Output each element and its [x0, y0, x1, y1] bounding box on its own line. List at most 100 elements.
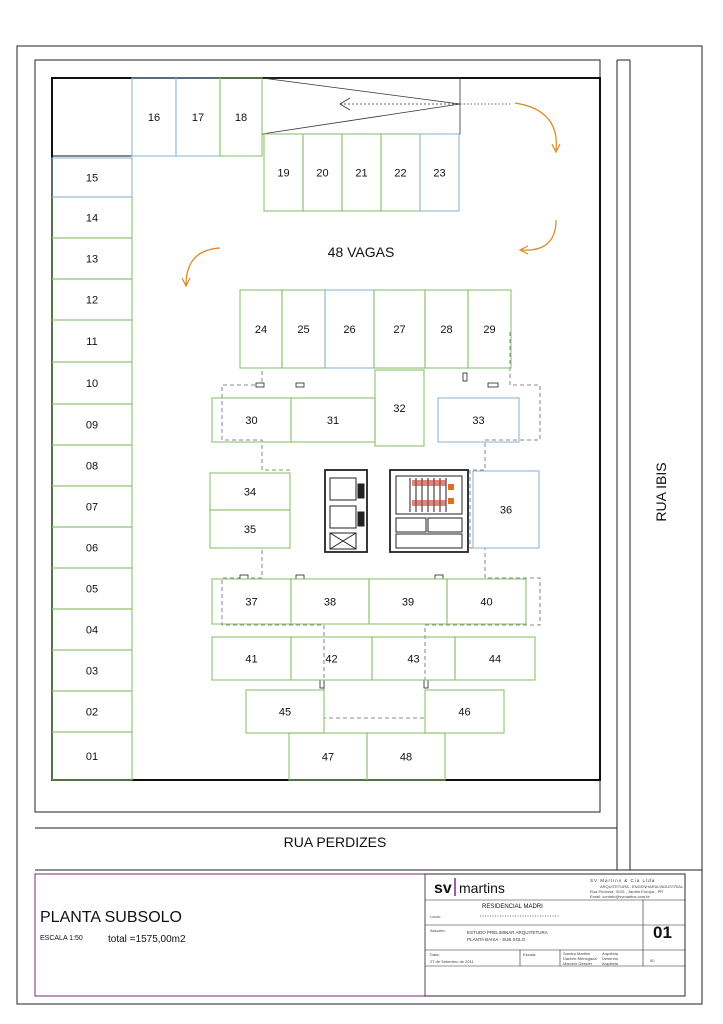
label-local: Local:: [430, 914, 441, 919]
label-assunto: Assunto:: [430, 928, 446, 933]
stall-outline: [472, 470, 540, 549]
stall-number: 35: [244, 524, 256, 536]
parking-stall-02: 02: [51, 690, 133, 733]
plan-title: PLANTA SUBSOLO: [40, 909, 182, 926]
parking-stall-16: 16: [131, 77, 177, 157]
role-3: Arquiteta: [602, 961, 619, 966]
stall-number: 31: [327, 415, 339, 427]
plan-total-area: total =1575,00m2: [108, 934, 186, 945]
stall-number: 33: [472, 415, 484, 427]
parking-stall-47: 47: [288, 732, 368, 781]
stall-number: 16: [148, 112, 160, 124]
company-line-1: ARQUITETURA - ENGENHARIA INDUSTRIAL: [600, 884, 684, 889]
stall-number: 29: [483, 324, 495, 336]
plan-scale: ESCALA 1:50: [40, 935, 83, 942]
curve-arrow-icon: [185, 247, 221, 286]
parking-stall-29: 29: [467, 289, 512, 369]
stall-number: 08: [86, 461, 98, 473]
project-name: RESIDENCIAL MADRI: [482, 904, 543, 910]
parking-stall-43: 43: [371, 636, 456, 681]
pillars: [239, 372, 499, 689]
parking-stall-04: 04: [51, 608, 133, 651]
stall-number: 45: [279, 707, 291, 719]
stall-number: 01: [86, 751, 98, 763]
circulation-arrows: [181, 102, 561, 288]
stall-number: 05: [86, 584, 98, 596]
stall-number: 13: [86, 254, 98, 266]
stall-number: 07: [86, 502, 98, 514]
stall-number: 04: [86, 625, 98, 637]
stall-number: 21: [355, 168, 367, 180]
label-data: Data:: [430, 952, 440, 957]
stall-number: 18: [235, 112, 247, 124]
stall-number: 41: [245, 654, 257, 666]
parking-stall-34: 34: [209, 472, 291, 511]
stall-outline: [245, 689, 325, 734]
entry-ramp: [261, 77, 510, 135]
responsible-3: Marcelo Gessler: [563, 961, 593, 966]
vagas-count: 48 VAGAS: [328, 244, 395, 260]
parking-stall-23: 23: [419, 133, 460, 212]
parking-stall-15: 15: [51, 157, 133, 198]
issue-date: 27 de Setembro de 2011: [430, 959, 475, 964]
stall-number: 44: [489, 654, 501, 666]
stall-number: 47: [322, 752, 334, 764]
stall-number: 09: [86, 420, 98, 432]
parking-stall-22: 22: [380, 133, 421, 212]
parking-stall-36: 36: [472, 470, 540, 549]
logo-martins: martins: [459, 880, 505, 896]
company-line-2: Rua Pedrosa, 3125 - Jardim Europa - PR: [590, 889, 663, 894]
stairwell: [389, 469, 469, 553]
responsible-1: Sandra Martins: [563, 951, 590, 956]
parking-stall-48: 48: [366, 732, 446, 781]
stall-number: 20: [316, 168, 328, 180]
stall-number: 38: [324, 597, 336, 609]
street-lines: [35, 60, 702, 871]
stall-outline: [424, 689, 505, 734]
stall-outline: [209, 509, 291, 549]
parking-stall-38: 38: [290, 578, 370, 625]
stall-outline: [366, 732, 446, 781]
stall-number: 02: [86, 707, 98, 719]
stall-number: 15: [86, 173, 98, 185]
sheet-number: 01: [653, 923, 672, 942]
stall-number: 48: [400, 752, 412, 764]
parking-stall-19: 19: [263, 133, 304, 212]
stall-number: 32: [393, 403, 405, 415]
parking-stall-39: 39: [368, 578, 448, 625]
parking-stall-35: 35: [209, 509, 291, 549]
parking-stall-20: 20: [302, 133, 343, 212]
parking-stall-12: 12: [51, 278, 133, 321]
stall-outline: [219, 77, 263, 157]
parking-stall-01: 01: [51, 731, 133, 781]
parking-stall-41: 41: [211, 636, 292, 681]
stall-outline: [419, 133, 460, 212]
parking-stall-30: 30: [211, 397, 292, 443]
parking-stall-10: 10: [51, 361, 133, 405]
stall-outline: [51, 157, 133, 198]
stall-number: 37: [245, 597, 257, 609]
parking-stall-03: 03: [51, 649, 133, 692]
company-line-3: Email: contato@svmartins.com.br: [590, 894, 651, 899]
parking-stall-21: 21: [341, 133, 382, 212]
parking-stall-17: 17: [175, 77, 221, 157]
stall-number: 36: [500, 505, 512, 517]
stall-number: 30: [245, 415, 257, 427]
stall-number: 39: [402, 597, 414, 609]
stall-number: 27: [393, 324, 405, 336]
parking-stall-31: 31: [290, 397, 376, 443]
stall-number: 46: [458, 707, 470, 719]
parking-stall-44: 44: [454, 636, 536, 681]
sheet-border: [16, 45, 703, 1005]
responsible-2: Daniele Menegazzi: [563, 956, 597, 961]
parking-stall-33: 33: [437, 397, 520, 443]
parking-stall-14: 14: [51, 196, 133, 239]
parking-stall-08: 08: [51, 444, 133, 487]
street-label-right: RUA IBIS: [653, 462, 669, 521]
parking-stall-46: 46: [424, 689, 505, 734]
stall-number: 06: [86, 543, 98, 555]
curve-arrow-icon: [521, 219, 557, 251]
parking-stall-26: 26: [324, 289, 375, 369]
stall-number: 11: [86, 336, 97, 348]
